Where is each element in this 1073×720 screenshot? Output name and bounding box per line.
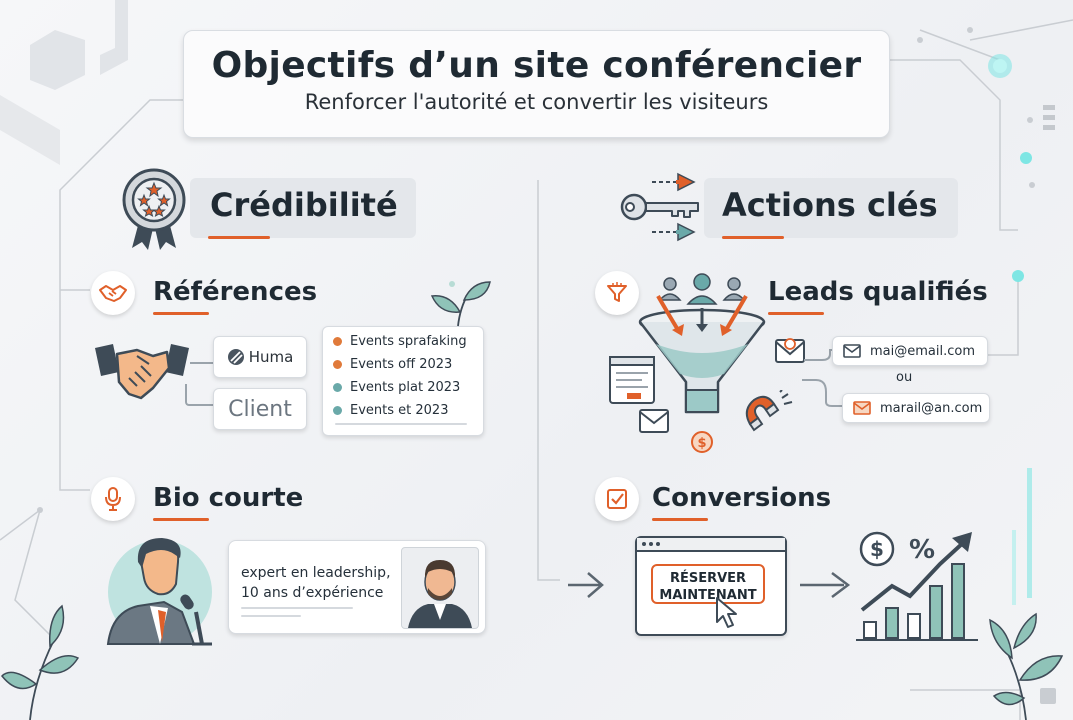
email-address-2: marail@an.com (880, 400, 983, 416)
dollar-symbol: $ (870, 537, 884, 561)
logo-huma-text: Huma (248, 348, 294, 366)
bio-icon-badge (91, 477, 135, 521)
references-underline (153, 312, 209, 315)
handshake-illustration-icon (95, 344, 189, 400)
connector-line (185, 384, 215, 406)
conversions-label: Conversions (652, 483, 832, 513)
checkbox-icon (607, 489, 627, 509)
bullet-dot (333, 337, 342, 346)
divider (241, 607, 353, 609)
section-underline (208, 236, 270, 239)
list-item: Events et 2023 (333, 399, 483, 422)
section-header-actions (704, 178, 958, 238)
section-title-actions: Actions clés (722, 186, 938, 224)
leads-icon-badge (595, 271, 639, 315)
funnel-icon (607, 282, 627, 302)
magnet-icon (745, 390, 793, 432)
page-title: Objectifs d’un site conférencier (211, 45, 862, 86)
book-now-button[interactable]: RÉSERVER MAINTENANT (651, 564, 765, 604)
bio-underline (153, 518, 209, 521)
envelope-icon (853, 401, 871, 415)
bullet-dot (333, 406, 342, 415)
divider (241, 615, 301, 617)
conversions-icon-badge (595, 477, 639, 521)
leads-funnel-illustration: $ (638, 273, 766, 453)
bar-chart-growth-icon: $ % (856, 531, 978, 641)
bullet-dot (333, 383, 342, 392)
section-title-credibility: Crédibilité (210, 186, 398, 224)
dollar-coin-icon (859, 531, 895, 567)
list-item: Events off 2023 (333, 353, 483, 376)
leaf-icon (430, 281, 491, 327)
envelope-icon (639, 409, 669, 433)
booking-browser-window: RÉSERVER MAINTENANT (635, 536, 787, 636)
portrait-icon (408, 560, 472, 628)
bio-label: Bio courte (153, 483, 304, 513)
portrait-frame (401, 547, 479, 629)
envelope-icon (843, 344, 861, 358)
cta-line-2: MAINTENANT (659, 588, 757, 603)
arrow-right-icon (800, 572, 851, 598)
references-icon-badge (91, 271, 135, 315)
leads-label: Leads qualifiés (768, 277, 988, 307)
percent-icon: % (909, 535, 935, 565)
users-icon (658, 273, 746, 305)
cta-line-1: RÉSERVER (669, 571, 747, 586)
list-item: Events sprafaking (333, 330, 483, 353)
email-card-1: mai@email.com (832, 336, 988, 366)
huma-logo-icon (227, 349, 244, 365)
section-header-credibility (190, 178, 416, 238)
email-card-2: marail@an.com (842, 393, 990, 423)
handshake-icon (99, 285, 127, 302)
section-underline (722, 236, 784, 239)
speaker-avatar-icon (106, 538, 212, 646)
leads-underline (768, 312, 824, 315)
email-address-1: mai@email.com (870, 343, 975, 359)
list-item: Events plat 2023 (333, 376, 483, 399)
dollar-coin-text: $ (697, 436, 706, 451)
divider (335, 423, 467, 425)
references-label: Références (153, 277, 318, 307)
bio-text-line-2: 10 ans d’expérience (241, 585, 384, 601)
envelope-at-icon (775, 338, 805, 363)
connector-line (190, 362, 214, 364)
cursor-icon (716, 597, 737, 628)
title-banner: Objectifs d’un site conférencier Renforc… (183, 30, 890, 138)
key-arrows-icon (620, 172, 699, 242)
logo-card-huma: Huma (213, 336, 307, 378)
or-text: ou (896, 370, 913, 385)
logo-card-client: Client (213, 388, 307, 430)
medal-stars-icon (122, 168, 186, 250)
bullet-dot (333, 360, 342, 369)
leaf-icon (989, 612, 1064, 720)
arrow-right-icon (568, 572, 604, 598)
browser-form-icon (609, 356, 655, 404)
bio-text-line-1: expert en leadership, (241, 565, 391, 581)
page-subtitle: Renforcer l'autorité et convertir les vi… (304, 90, 769, 114)
connector-lines (802, 349, 842, 407)
bio-card: expert en leadership, 10 ans d’expérienc… (228, 540, 486, 634)
microphone-icon (105, 487, 121, 511)
events-list-card: Events sprafaking Events off 2023 Events… (322, 326, 484, 436)
conversions-underline (652, 518, 708, 521)
browser-title-bar (637, 538, 785, 552)
leaf-icon (0, 604, 80, 720)
